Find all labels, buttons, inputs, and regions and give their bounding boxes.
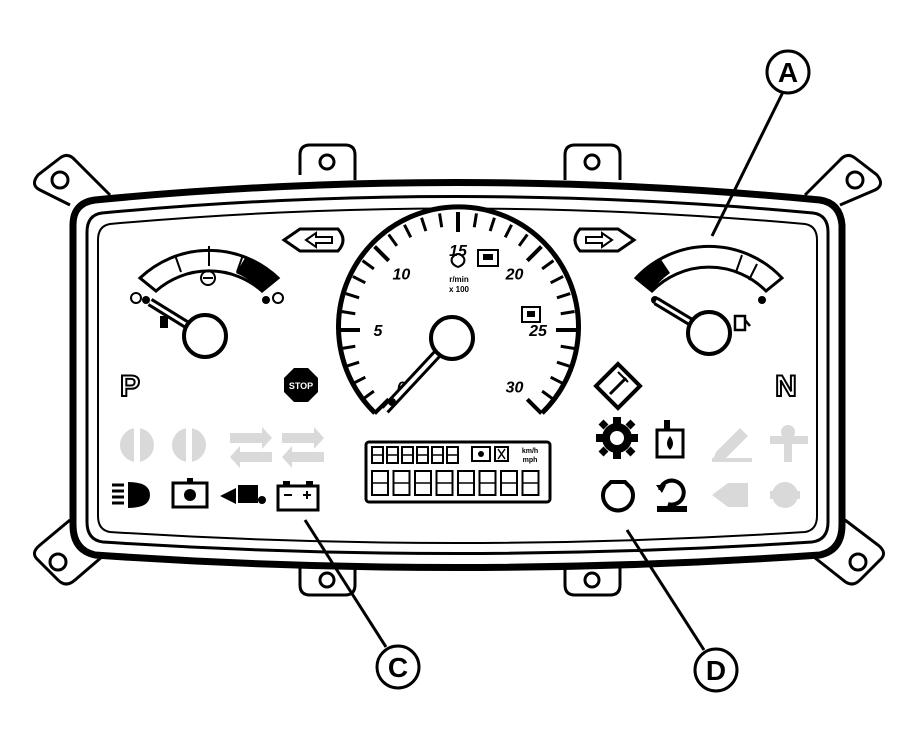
tachometer-tick xyxy=(541,259,555,271)
pto-speed-icon-top xyxy=(477,249,499,267)
tachometer-tick xyxy=(373,245,391,263)
tachometer-scale-label: 25 xyxy=(528,323,548,340)
tachometer-tick xyxy=(525,397,543,415)
tachometer-tick xyxy=(549,275,564,285)
fuel-level-gauge xyxy=(633,244,785,356)
tachometer-tick xyxy=(438,213,444,228)
hazard-warning-icon xyxy=(593,361,643,411)
svg-text:STOP: STOP xyxy=(289,381,313,391)
differential-lock-icon xyxy=(172,427,206,463)
tachometer-tick xyxy=(517,233,529,247)
callout-d: D xyxy=(693,647,739,693)
svg-text:A: A xyxy=(778,57,798,88)
svg-text:C: C xyxy=(388,652,408,683)
left-turn-signal-icon xyxy=(281,227,345,253)
pto-icon xyxy=(230,427,272,468)
lcd-hourglass-icon xyxy=(494,446,509,462)
callout-c: C xyxy=(375,644,421,690)
engine-rpm-icon xyxy=(450,253,466,269)
tachometer-tick xyxy=(549,375,564,385)
grey-pen-icon xyxy=(712,428,752,462)
lcd-pto-icon xyxy=(471,446,491,462)
park-indicator: P xyxy=(120,370,140,403)
tachometer-scale-label: 10 xyxy=(393,266,411,283)
grey-shuttle-icon xyxy=(712,483,748,507)
fuel-filter-icon xyxy=(655,420,685,459)
cold-indicator-icon xyxy=(130,292,142,304)
oil-pressure-icon xyxy=(601,480,635,513)
tachometer-tick xyxy=(525,245,543,263)
coolant-minus-icon xyxy=(200,270,216,286)
pto-speed-icon-side xyxy=(521,306,541,323)
differential-lock-icon xyxy=(120,427,154,463)
lcd-display: km/h mph xyxy=(364,440,552,504)
tachometer-tick xyxy=(352,275,367,285)
hot-indicator-icon xyxy=(272,292,284,304)
tachometer-scale-label: 30 xyxy=(506,380,524,397)
tachometer-tick xyxy=(556,292,571,300)
tachometer-tick xyxy=(403,224,413,239)
right-turn-signal-icon xyxy=(573,227,637,253)
lcd-top-row-digits xyxy=(371,446,459,464)
tachometer-tick xyxy=(420,217,428,232)
rpm-units-label: r/min xyxy=(449,275,469,284)
gear-icon xyxy=(596,417,638,459)
tachometer-tick xyxy=(560,344,575,350)
tachometer-tick xyxy=(345,360,360,368)
tachometer-tick xyxy=(503,224,513,239)
tachometer-tick xyxy=(341,310,356,316)
headlight-icon xyxy=(112,482,150,508)
tachometer-tick xyxy=(488,217,496,232)
tachometer-dial xyxy=(336,204,581,415)
fuel-needle-hub xyxy=(686,310,732,356)
lcd-speed-unit: km/h xyxy=(522,448,538,455)
battery-icon xyxy=(276,481,320,512)
tachometer-tick xyxy=(472,213,478,228)
callout-a: A xyxy=(765,49,811,95)
tachometer-tick xyxy=(361,389,375,401)
fuel-pump-icon xyxy=(733,314,751,332)
tachometer-tick xyxy=(345,292,360,300)
tachometer-tick xyxy=(556,360,571,368)
tachometer-scale-label: 20 xyxy=(505,266,524,283)
coolant-temperature-icon xyxy=(160,316,168,328)
coolant-needle-hub xyxy=(182,313,228,359)
tachometer-tick xyxy=(361,259,375,271)
tachometer: 051015202530 r/min x 100 xyxy=(336,204,581,415)
tachometer-tick xyxy=(541,389,555,401)
tachometer-tick xyxy=(352,375,367,385)
callout-leaders xyxy=(303,91,785,651)
pto-icon xyxy=(282,427,324,468)
hydraulic-icon xyxy=(220,485,266,504)
lcd-bottom-row-digits xyxy=(371,470,540,496)
tachometer-tick xyxy=(387,233,399,247)
grey-shuttle-icon xyxy=(770,482,800,508)
parking-brake-icon xyxy=(171,478,209,509)
tachometer-tick xyxy=(560,310,575,316)
tachometer-needle-hub xyxy=(429,315,475,361)
tachometer-tick xyxy=(341,344,356,350)
tachometer-scale-label: 5 xyxy=(374,323,384,340)
grey-wrench-icon xyxy=(770,425,808,462)
neutral-indicator: N xyxy=(775,370,797,403)
rpm-multiplier-label: x 100 xyxy=(449,285,470,294)
stop-warning-icon: STOP xyxy=(284,368,318,402)
lcd-distance-unit: mph xyxy=(523,457,538,464)
coolant-temperature-gauge xyxy=(130,246,284,359)
glow-plug-icon xyxy=(656,478,687,512)
svg-text:D: D xyxy=(706,655,726,686)
